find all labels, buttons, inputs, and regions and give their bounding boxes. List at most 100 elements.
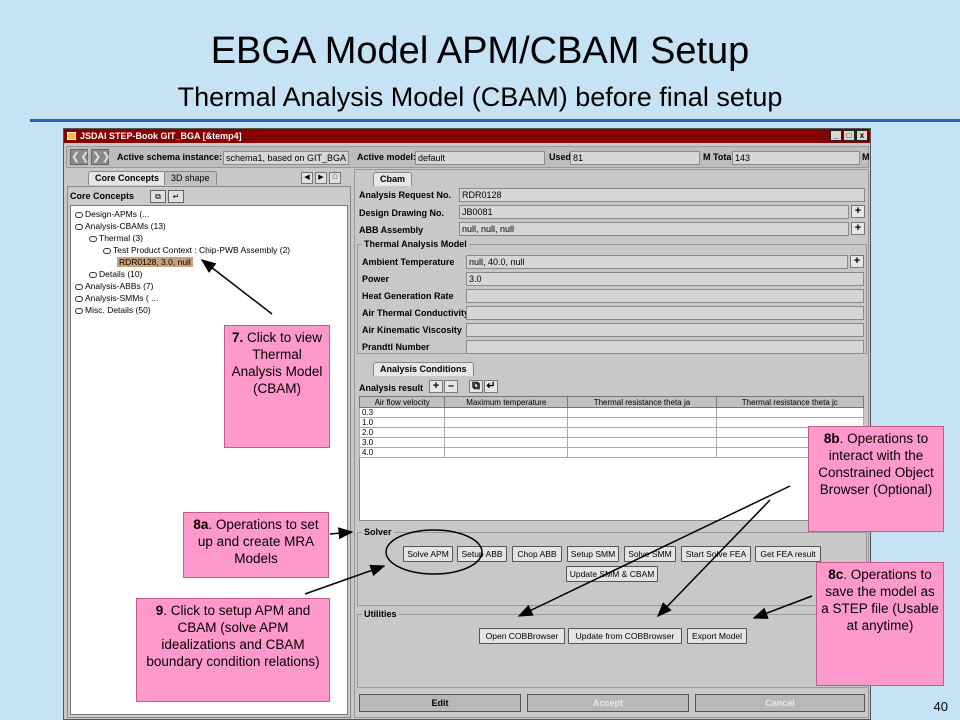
schema-bar: ❮❮ ❯❯ Active schema instance: schema1, b… (66, 146, 870, 168)
remove-row-icon[interactable]: – (444, 380, 458, 393)
close-button[interactable]: x (856, 130, 868, 141)
edit-button[interactable]: Edit (359, 694, 521, 712)
column-header[interactable]: Air flow velocity (358, 396, 446, 408)
solve-smm-button[interactable]: Solve SMM (624, 546, 676, 562)
enter-icon[interactable]: ↵ (168, 190, 184, 203)
setup-abb-button[interactable]: Setup ABB (457, 546, 507, 562)
forward-arrow-icon[interactable]: ❯❯ (91, 149, 111, 165)
mtotal-label: M Total (703, 152, 734, 162)
cancel-button[interactable]: Cancel (695, 694, 865, 712)
field-label: Ambient Temperature (362, 257, 455, 267)
page-number: 40 (933, 699, 948, 714)
schema-field[interactable]: schema1, based on GIT_BGA (223, 151, 349, 165)
request-field[interactable]: RDR0128 (459, 188, 865, 202)
results-table: Air flow velocity Maximum temperature Th… (358, 396, 865, 458)
node-icon (75, 307, 83, 314)
callout-7: 7. Click to view Thermal Analysis Model … (224, 325, 330, 448)
heat-generation-field[interactable] (466, 289, 864, 303)
enter-row-icon[interactable]: ↵ (484, 380, 498, 393)
nav-left-icon[interactable]: ◀ (301, 172, 313, 184)
slide-subtitle: Thermal Analysis Model (CBAM) before fin… (177, 82, 783, 112)
node-icon (75, 295, 83, 302)
schema-label: Active schema instance: (117, 152, 223, 162)
tree-item-selected[interactable]: RDR0128, 3.0, null (117, 257, 193, 267)
analysis-result-label: Analysis result (359, 383, 424, 393)
column-header[interactable]: Thermal resistance theta ja (567, 396, 717, 408)
slide-title: EBGA Model APM/CBAM Setup (210, 30, 750, 72)
used-field: 81 (570, 151, 700, 165)
add-ambient-icon[interactable]: + (850, 255, 864, 268)
field-label: Heat Generation Rate (362, 291, 454, 301)
air-viscosity-field[interactable] (466, 323, 864, 337)
tab-cbam[interactable]: Cbam (373, 172, 413, 186)
ambient-temperature-field[interactable]: null, 40.0, null (466, 255, 848, 269)
node-icon (75, 211, 83, 218)
table-row[interactable]: 0.3 (358, 407, 865, 418)
open-cobbrowser-button[interactable]: Open COBBrowser (479, 628, 565, 644)
update-smm-cbam-button[interactable]: Update SMM & CBAM (566, 566, 658, 582)
tree-item[interactable]: Misc. Details (50) (75, 305, 151, 315)
node-icon (89, 235, 97, 242)
nav-page-icon[interactable]: □ (329, 172, 341, 184)
callout-9: 9. Click to setup APM and CBAM (solve AP… (136, 598, 330, 702)
chop-abb-button[interactable]: Chop ABB (512, 546, 562, 562)
tree-item[interactable]: Analysis-ABBs (7) (75, 281, 154, 291)
app-icon (67, 132, 76, 140)
tree-item[interactable]: Design-APMs (... (75, 209, 149, 219)
export-model-button[interactable]: Export Model (687, 628, 747, 644)
callout-8b: 8b. Operations to interact with the Cons… (808, 426, 944, 532)
title-rule (30, 119, 960, 122)
table-row[interactable]: 1.0 (358, 417, 865, 428)
power-field[interactable]: 3.0 (466, 272, 864, 286)
tab-core-concepts[interactable]: Core Concepts (88, 171, 167, 185)
table-row[interactable]: 4.0 (358, 447, 865, 458)
solver-label: Solver (362, 527, 394, 537)
start-solve-fea-button[interactable]: Start Solve FEA (681, 546, 751, 562)
node-icon (89, 271, 97, 278)
copy-row-icon[interactable]: ⧉ (469, 380, 483, 393)
table-row[interactable]: 2.0 (358, 427, 865, 438)
request-label: Analysis Request No. (359, 190, 452, 200)
window-titlebar[interactable]: JSDAI STEP-Book GIT_BGA [&temp4] _ □ x (64, 129, 870, 143)
solve-apm-button[interactable]: Solve APM (403, 546, 453, 562)
utilities-label: Utilities (362, 609, 399, 619)
nav-right-icon[interactable]: ▶ (315, 172, 327, 184)
add-row-icon[interactable]: + (429, 380, 443, 393)
add-drawing-icon[interactable]: + (851, 205, 865, 218)
tree-item[interactable]: Analysis-SMMs ( ... (75, 293, 158, 303)
add-abb-icon[interactable]: + (851, 222, 865, 235)
core-concepts-header: Core Concepts (70, 191, 135, 201)
tree-item[interactable]: Analysis-CBAMs (13) (75, 221, 166, 231)
get-fea-result-button[interactable]: Get FEA result (755, 546, 821, 562)
model-label: Active model: (357, 152, 417, 162)
used-label: Used (549, 152, 572, 162)
tree-item[interactable]: Test Product Context : Chip-PWB Assembly… (103, 245, 290, 255)
abb-field[interactable]: null, null, null (459, 222, 849, 236)
setup-smm-button[interactable]: Setup SMM (567, 546, 619, 562)
prandtl-field[interactable] (466, 340, 864, 354)
tree-item[interactable]: Details (10) (89, 269, 142, 279)
table-row[interactable]: 3.0 (358, 437, 865, 448)
air-conductivity-field[interactable] (466, 306, 864, 320)
window-title: JSDAI STEP-Book GIT_BGA [&temp4] (80, 131, 242, 141)
drawing-field[interactable]: JB0081 (459, 205, 849, 219)
utilities-group: Utilities (357, 609, 867, 688)
column-header[interactable]: Thermal resistance theta jc (715, 396, 865, 408)
back-arrow-icon[interactable]: ❮❮ (70, 149, 90, 165)
minimize-button[interactable]: _ (830, 130, 842, 141)
abb-label: ABB Assembly (359, 225, 424, 235)
tab-3d-shape[interactable]: 3D shape (164, 171, 217, 185)
node-icon (103, 247, 111, 254)
field-label: Prandtl Number (362, 342, 430, 352)
tree-item[interactable]: Thermal (3) (89, 233, 143, 243)
column-header[interactable]: Maximum temperature (444, 396, 569, 408)
node-icon (75, 223, 83, 230)
copy-icon[interactable]: ⧉ (150, 190, 166, 203)
maximize-button[interactable]: □ (843, 130, 855, 141)
field-label: Air Kinematic Viscosity (362, 325, 462, 335)
model-field[interactable]: default (415, 151, 545, 165)
update-from-cobbrowser-button[interactable]: Update from COBBrowser (568, 628, 682, 644)
accept-button[interactable]: Accept (527, 694, 689, 712)
tab-analysis-conditions[interactable]: Analysis Conditions (373, 362, 474, 376)
thermal-model-label: Thermal Analysis Model (362, 239, 469, 249)
